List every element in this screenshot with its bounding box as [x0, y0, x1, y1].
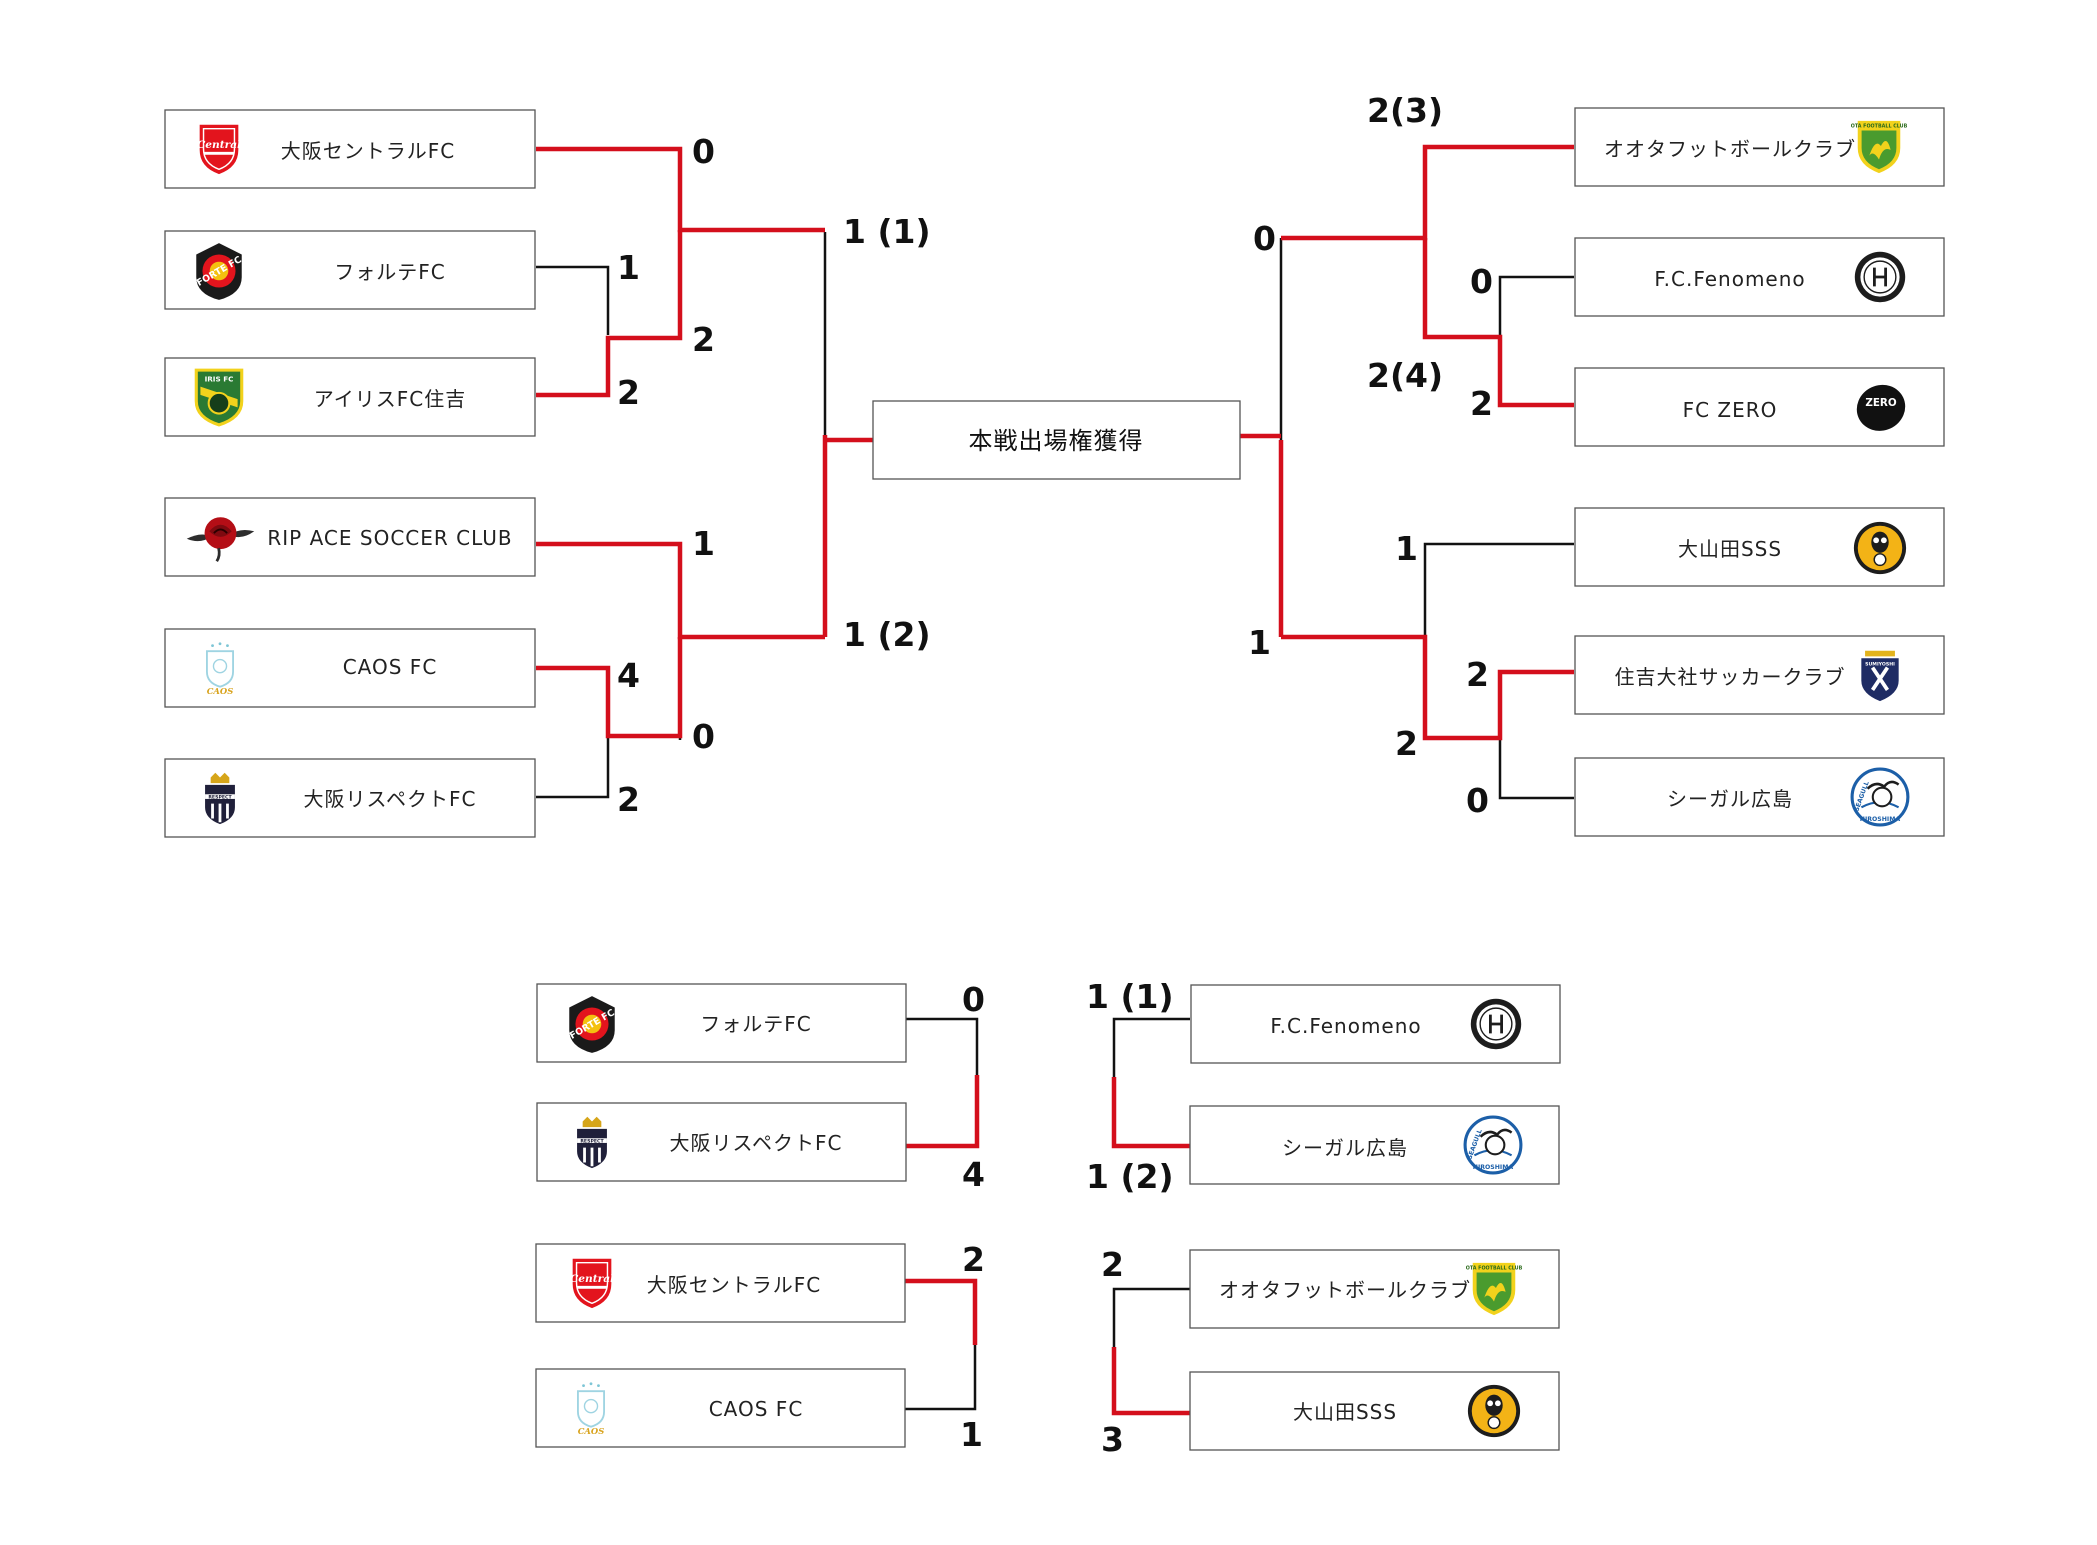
oyamada-mascot-icon: [1467, 1384, 1521, 1438]
score-label: 1: [617, 248, 640, 287]
score-label: 2: [1395, 724, 1418, 763]
team-name: F.C.Fenomeno: [1270, 1014, 1421, 1038]
qualification-box: 本戦出場権獲得: [872, 400, 1241, 480]
fenomeno-round-icon: [1853, 250, 1907, 304]
score-label: 2: [1101, 1245, 1124, 1284]
team-name: 住吉大社サッカークラブ: [1615, 665, 1846, 689]
score-label: 0: [1470, 262, 1493, 301]
team-card-left-5[interactable]: CAOS FC: [164, 628, 536, 708]
team-card-bottom-right-4[interactable]: 大山田SSS: [1189, 1371, 1560, 1451]
score-label: 2: [692, 320, 715, 359]
team-name: F.C.Fenomeno: [1654, 267, 1805, 291]
team-card-left-1[interactable]: 大阪セントラルFC: [164, 109, 536, 189]
team-name: 大山田SSS: [1678, 537, 1782, 561]
team-name: 大阪リスペクトFC: [303, 787, 476, 811]
score-label: 4: [617, 656, 640, 695]
team-card-right-5[interactable]: 住吉大社サッカークラブ: [1574, 635, 1945, 715]
score-label: 1 (1): [843, 212, 931, 251]
seagull-hiroshima-icon: [1463, 1115, 1523, 1175]
team-name: アイリスFC住吉: [314, 387, 466, 411]
score-label: 0: [1253, 219, 1276, 258]
score-label: 2(4): [1367, 356, 1443, 395]
score-label: 1: [692, 524, 715, 563]
score-label: 1: [1248, 623, 1271, 662]
score-label: 0: [692, 132, 715, 171]
score-label: 1: [960, 1415, 983, 1454]
team-card-bottom-right-1[interactable]: F.C.Fenomeno: [1190, 984, 1561, 1064]
team-name: フォルテFC: [700, 1012, 811, 1036]
score-label: 2: [1466, 655, 1489, 694]
seagull-hiroshima-icon: [1850, 767, 1910, 827]
team-name: 大阪リスペクトFC: [669, 1131, 842, 1155]
team-card-bottom-right-2[interactable]: シーガル広島: [1189, 1105, 1560, 1185]
team-card-left-4[interactable]: RIP ACE SOCCER CLUB: [164, 497, 536, 577]
team-card-left-6[interactable]: 大阪リスペクトFC: [164, 758, 536, 838]
team-card-right-3[interactable]: FC ZERO: [1574, 367, 1945, 447]
score-label: 3: [1101, 1420, 1124, 1459]
team-card-right-4[interactable]: 大山田SSS: [1574, 507, 1945, 587]
scores: 0 1 2 2 1 4 0 2 1 (1) 1 (2) 2(3) 0 0 2(4…: [617, 91, 1493, 1459]
score-label: 4: [962, 1155, 985, 1194]
iris-fc-crest-icon: [194, 368, 244, 427]
score-label: 2: [962, 1240, 985, 1279]
bracket-lines: [536, 144, 1574, 1416]
qualification-label: 本戦出場権獲得: [969, 427, 1144, 455]
team-card-right-6[interactable]: シーガル広島: [1574, 757, 1945, 837]
team-card-bottom-left-3[interactable]: 大阪セントラルFC: [535, 1243, 906, 1323]
team-card-left-3[interactable]: アイリスFC住吉: [164, 357, 536, 437]
team-name: フォルテFC: [334, 260, 445, 284]
team-name: 大阪セントラルFC: [647, 1273, 821, 1297]
score-label: 2: [617, 780, 640, 819]
team-card-bottom-left-2[interactable]: 大阪リスペクトFC: [536, 1102, 907, 1182]
score-label: 2(3): [1367, 91, 1443, 130]
score-label: 2: [617, 373, 640, 412]
score-label: 0: [1466, 781, 1489, 820]
team-name: CAOS FC: [343, 655, 438, 679]
fenomeno-round-icon: [1469, 997, 1523, 1051]
team-name: 大山田SSS: [1293, 1400, 1397, 1424]
score-label: 0: [692, 717, 715, 756]
score-label: 2: [1470, 384, 1493, 423]
score-label: 1 (1): [1086, 977, 1174, 1016]
team-name: シーガル広島: [1282, 1136, 1408, 1160]
oyamada-mascot-icon: [1853, 521, 1907, 575]
team-name: FC ZERO: [1683, 398, 1778, 422]
score-label: 1 (2): [1086, 1157, 1174, 1196]
team-name: シーガル広島: [1667, 787, 1793, 811]
team-card-bottom-right-3[interactable]: オオタフットボールクラブ: [1189, 1249, 1560, 1329]
team-name: RIP ACE SOCCER CLUB: [267, 526, 512, 550]
team-card-right-2[interactable]: F.C.Fenomeno: [1574, 237, 1945, 317]
score-label: 1: [1395, 529, 1418, 568]
team-card-bottom-left-4[interactable]: CAOS FC: [535, 1368, 906, 1448]
team-name: CAOS FC: [709, 1397, 804, 1421]
score-label: 1 (2): [843, 615, 931, 654]
team-card-right-1[interactable]: オオタフットボールクラブ: [1574, 107, 1945, 187]
team-name: 大阪セントラルFC: [281, 139, 455, 163]
team-name: オオタフットボールクラブ: [1219, 1278, 1471, 1302]
score-label: 0: [962, 980, 985, 1019]
team-card-bottom-left-1[interactable]: フォルテFC: [536, 983, 907, 1063]
team-name: オオタフットボールクラブ: [1604, 137, 1856, 161]
team-card-left-2[interactable]: フォルテFC: [164, 230, 536, 310]
